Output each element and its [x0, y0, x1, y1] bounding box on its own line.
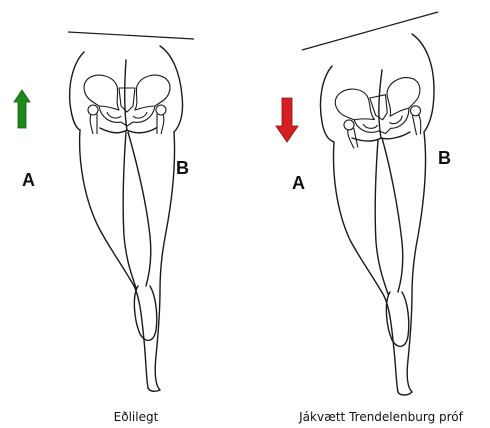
- caption-positive: Jákvætt Trendelenburg próf: [286, 410, 476, 424]
- label-b-normal: B: [176, 158, 189, 179]
- label-a-normal: A: [22, 170, 35, 191]
- arrow-up-icon: [14, 90, 30, 128]
- arrow-down-icon: [276, 98, 298, 142]
- label-a-positive: A: [292, 173, 305, 194]
- label-b-positive: B: [438, 148, 451, 169]
- pelvis-tilt-line: [302, 12, 438, 50]
- pelvis-level-line: [68, 32, 194, 39]
- positive-figure: [276, 12, 438, 395]
- normal-figure: [14, 32, 194, 391]
- caption-normal: Eðlilegt: [96, 410, 176, 424]
